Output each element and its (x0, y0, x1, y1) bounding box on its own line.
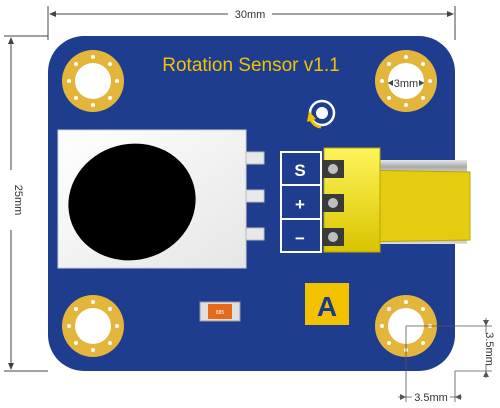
pin-label-gnd: − (295, 229, 305, 248)
hole-offset-dimensions: 3.5mm 3.5mm (398, 318, 495, 404)
jst-connector (322, 147, 471, 253)
height-dimension: 25mm (4, 35, 48, 372)
board-title: Rotation Sensor v1.1 (162, 55, 339, 76)
pcb-board (48, 36, 455, 371)
smd-resistor: 885 (199, 301, 241, 322)
hole-diameter-label: 3mm (394, 78, 418, 90)
pin-header: S + − (280, 151, 322, 253)
potentiometer (57, 129, 265, 269)
hole-offset-x-label: 3.5mm (414, 392, 448, 404)
logo-badge: A (305, 283, 349, 325)
mounting-hole-bottom-left (62, 295, 124, 357)
rotation-arrow-icon (307, 99, 336, 129)
height-label: 25mm (12, 185, 24, 216)
width-dimension: 30mm (47, 6, 456, 40)
pin-label-vcc: + (295, 195, 305, 214)
mounting-hole-top-right: 3mm (375, 50, 437, 112)
smd-label: 885 (216, 310, 225, 316)
potentiometer-knob (68, 143, 196, 261)
pin-label-signal: S (294, 161, 305, 180)
logo-letter: A (317, 291, 337, 322)
hole-offset-y-label: 3.5mm (483, 332, 495, 366)
width-label: 30mm (235, 9, 266, 21)
mounting-hole-top-left (62, 50, 124, 112)
